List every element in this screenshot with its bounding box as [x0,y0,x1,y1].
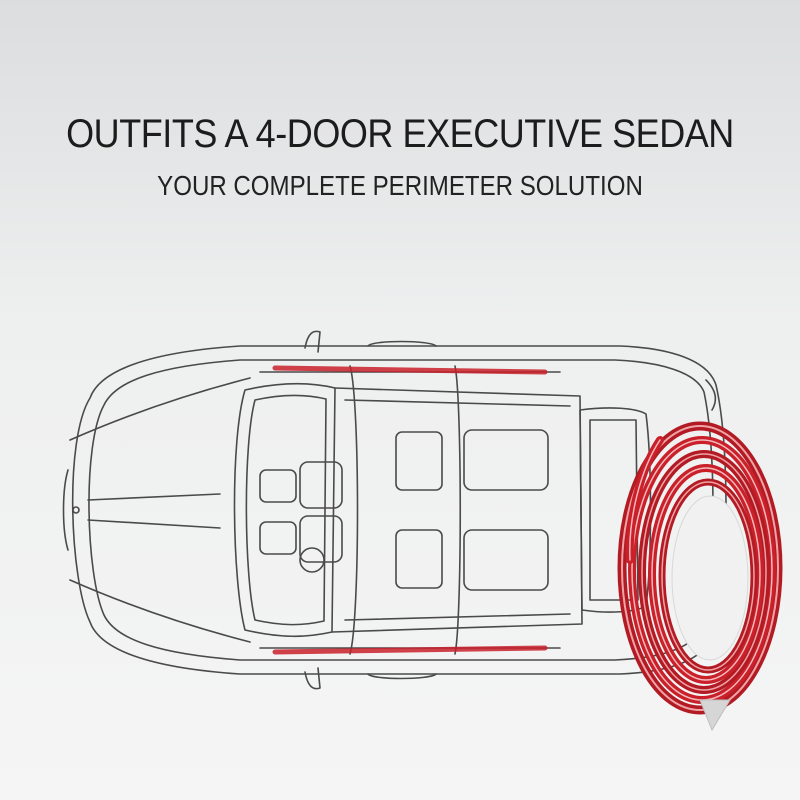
banner-title: OUTFITS A 4-DOOR EXECUTIVE SEDAN [66,112,734,156]
door-seal-strip [272,365,548,655]
seal-strip-roll-icon [617,421,783,732]
banner-subtitle: YOUR COMPLETE PERIMETER SOLUTION [157,170,643,201]
